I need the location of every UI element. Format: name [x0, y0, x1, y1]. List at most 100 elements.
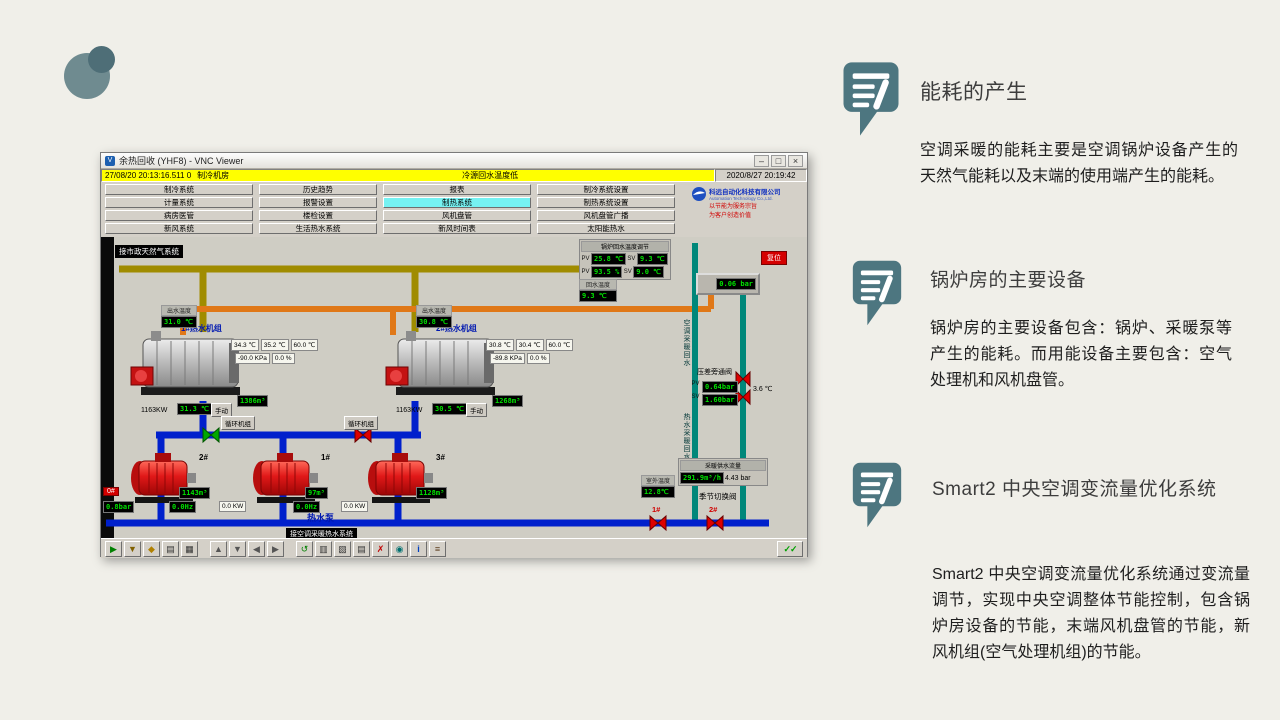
loop-group-button-1[interactable]: 循环机组	[221, 416, 255, 430]
boiler-2-mode-button[interactable]: 手动	[466, 403, 487, 417]
boiler-1-graphic[interactable]	[130, 331, 240, 395]
boiler-2-load-pct: 0.0 %	[526, 353, 550, 364]
reset-button[interactable]: 复位	[761, 251, 787, 265]
menu-fresh-air-schedule[interactable]: 新风时间表	[383, 223, 531, 234]
bypass-sv-row: SV 1.60bar	[691, 394, 738, 406]
hot-water-pump-label: 热水泵	[307, 513, 335, 523]
pump-1-frequency: 0.0Hz	[293, 501, 321, 513]
report-icon[interactable]: ▧	[334, 540, 351, 557]
boiler-1-name[interactable]: 1#热水机组	[181, 324, 222, 333]
boiler-2-t1: 30.8 ℃	[486, 339, 514, 351]
sv-label: SV	[691, 394, 700, 400]
menu-metering-system[interactable]: 计量系统	[105, 197, 253, 208]
vnc-viewer-window: V 余热回收 (YHF8) - VNC Viewer – □ × 27/08/2…	[100, 152, 808, 558]
section-2-title: 锅炉房的主要设备	[930, 270, 1087, 291]
menu-solar-hot-water[interactable]: 太阳能热水	[537, 223, 675, 234]
header-valve-2-icon[interactable]	[706, 514, 724, 532]
alarm-list-icon[interactable]: ▤	[353, 540, 370, 557]
boiler-1-setpoint[interactable]: 60.0 ℃	[290, 339, 319, 351]
nav-down-icon[interactable]: ▼	[229, 540, 246, 557]
boiler-2-name[interactable]: 2#热水机组	[436, 324, 477, 333]
menu-heating-settings[interactable]: 制热系统设置	[537, 197, 675, 208]
vendor-company-name: 科远自动化科技有限公司	[709, 189, 781, 196]
supply-flow-station: 采暖供水流量 291.9m³/h 4.43 bar	[678, 458, 768, 486]
valve-closed-icon[interactable]	[354, 426, 372, 444]
trend-icon[interactable]: ▥	[315, 540, 332, 557]
menu-fresh-air-system[interactable]: 新风系统	[105, 223, 253, 234]
loop-group-button-2[interactable]: 循环机组	[344, 416, 378, 430]
menu-alarm-settings[interactable]: 报警设置	[259, 197, 377, 208]
nav-left-icon[interactable]: ◀	[248, 540, 265, 557]
boiler-2-graphic[interactable]	[385, 331, 495, 395]
pump-3-tag: 3#	[436, 453, 445, 462]
boiler-2-flow: 1268m³	[492, 395, 524, 407]
pump-2-tag: 2#	[199, 453, 208, 462]
supply-pressure-value: 4.43 bar	[724, 474, 751, 482]
pv-label: PV	[581, 269, 590, 275]
vendor-logo-block: 科远自动化科技有限公司 Automation Technology Co.,Lt…	[689, 184, 807, 237]
header-valve-1-icon[interactable]	[649, 514, 667, 532]
menu-building-settings[interactable]: 楼检设置	[259, 210, 377, 221]
pump-3-graphic[interactable]	[368, 453, 433, 503]
window-titlebar[interactable]: V 余热回收 (YHF8) - VNC Viewer – □ ×	[101, 153, 807, 169]
menu-cooling-system[interactable]: 制冷系统	[105, 184, 253, 195]
header-pressure-box: 0.06 bar	[696, 273, 760, 295]
menu-report[interactable]: 报表	[383, 184, 531, 195]
alarm-banner[interactable]: 27/08/20 20:13:16.511 0 制冷机房 冷源回水温度低	[101, 169, 715, 182]
hmi-toolbar: ▶ ▼ ◆ ▤ ▦ ▲ ▼ ◀ ▶ ↺ ▥ ▧ ▤ ✗ ◉ i ≡ ✓✓	[101, 538, 807, 558]
supply-temp-label: 出水温度	[161, 305, 197, 316]
pump-2-graphic[interactable]	[131, 453, 196, 503]
nav-up-icon[interactable]: ▲	[210, 540, 227, 557]
menu-cooling-settings[interactable]: 制冷系统设置	[537, 184, 675, 195]
menu-history-trend[interactable]: 历史趋势	[259, 184, 377, 195]
mute-icon[interactable]: ≡	[429, 540, 446, 557]
menu-domestic-hot-water[interactable]: 生活热水系统	[259, 223, 377, 234]
maximize-button[interactable]: □	[771, 154, 786, 167]
boiler-2-setpoint[interactable]: 60.0 ℃	[545, 339, 574, 351]
left-gauge-tag: 0#	[103, 487, 119, 496]
sv1-display[interactable]: 9.3 ℃	[636, 253, 668, 265]
pv2-display: 93.5 %	[591, 266, 623, 278]
alarm-banner-row: 27/08/20 20:13:16.511 0 制冷机房 冷源回水温度低 202…	[101, 169, 807, 182]
season-valve-label: 季节切换阀	[699, 492, 737, 501]
boiler-1-pressure-row: -90.0 KPa 0.0 %	[235, 353, 295, 364]
minimize-button[interactable]: –	[754, 154, 769, 167]
menu-heating-system-active[interactable]: 制热系统	[383, 197, 531, 208]
menu-fan-coil[interactable]: 风机盘管	[383, 210, 531, 221]
menu-ward-management[interactable]: 病房医管	[105, 210, 253, 221]
pump-2-frequency: 0.0Hz	[169, 501, 197, 513]
info-icon[interactable]: i	[410, 540, 427, 557]
supply-flow-value: 291.9m³/h	[680, 472, 724, 484]
system-datetime: 2020/8/27 20:19:42	[715, 169, 807, 182]
outdoor-temp-label: 室外温度	[641, 475, 675, 486]
boiler-1-mode-button[interactable]: 手动	[211, 403, 232, 417]
refresh-icon[interactable]: ↺	[296, 540, 313, 557]
decor-circle-small	[88, 46, 115, 73]
nav-right-icon[interactable]: ▶	[267, 540, 284, 557]
pump-2-flow: 1143m³	[179, 487, 211, 499]
supply-temp-value: 30.8 ℃	[416, 316, 452, 328]
header-valve-1-tag: 1#	[652, 505, 661, 514]
outdoor-temp-value: 12.8℃	[641, 486, 675, 498]
system-connection-label: 接空调采暖热水系统	[286, 528, 357, 538]
close-button[interactable]: ×	[788, 154, 803, 167]
outdoor-temp-gauge: 室外温度 12.8℃	[641, 475, 675, 498]
boiler-1-gas-pressure: -90.0 KPa	[235, 353, 270, 364]
confirm-icon[interactable]: ✓✓	[777, 540, 803, 557]
filter-icon[interactable]: ▼	[124, 540, 141, 557]
print-icon[interactable]: ▤	[162, 540, 179, 557]
bypass-sv-value[interactable]: 1.60bar	[702, 394, 738, 406]
key-icon[interactable]: ◆	[143, 540, 160, 557]
delete-icon[interactable]: ✗	[372, 540, 389, 557]
sv2-display[interactable]: 9.0 ℃	[633, 266, 665, 278]
disc-icon[interactable]: ◉	[391, 540, 408, 557]
menu-fan-coil-broadcast[interactable]: 风机盘管广播	[537, 210, 675, 221]
bypass-valve-1-icon[interactable]	[735, 370, 751, 388]
panel-title: 锅炉回水温度调节	[581, 241, 669, 252]
bypass-valve-2-icon[interactable]	[735, 388, 751, 406]
section-1-pin-icon	[838, 58, 904, 140]
run-icon[interactable]: ▶	[105, 540, 122, 557]
panel-icon[interactable]: ▦	[181, 540, 198, 557]
valve-open-icon[interactable]	[202, 426, 220, 444]
pump-1-graphic[interactable]	[253, 453, 318, 503]
